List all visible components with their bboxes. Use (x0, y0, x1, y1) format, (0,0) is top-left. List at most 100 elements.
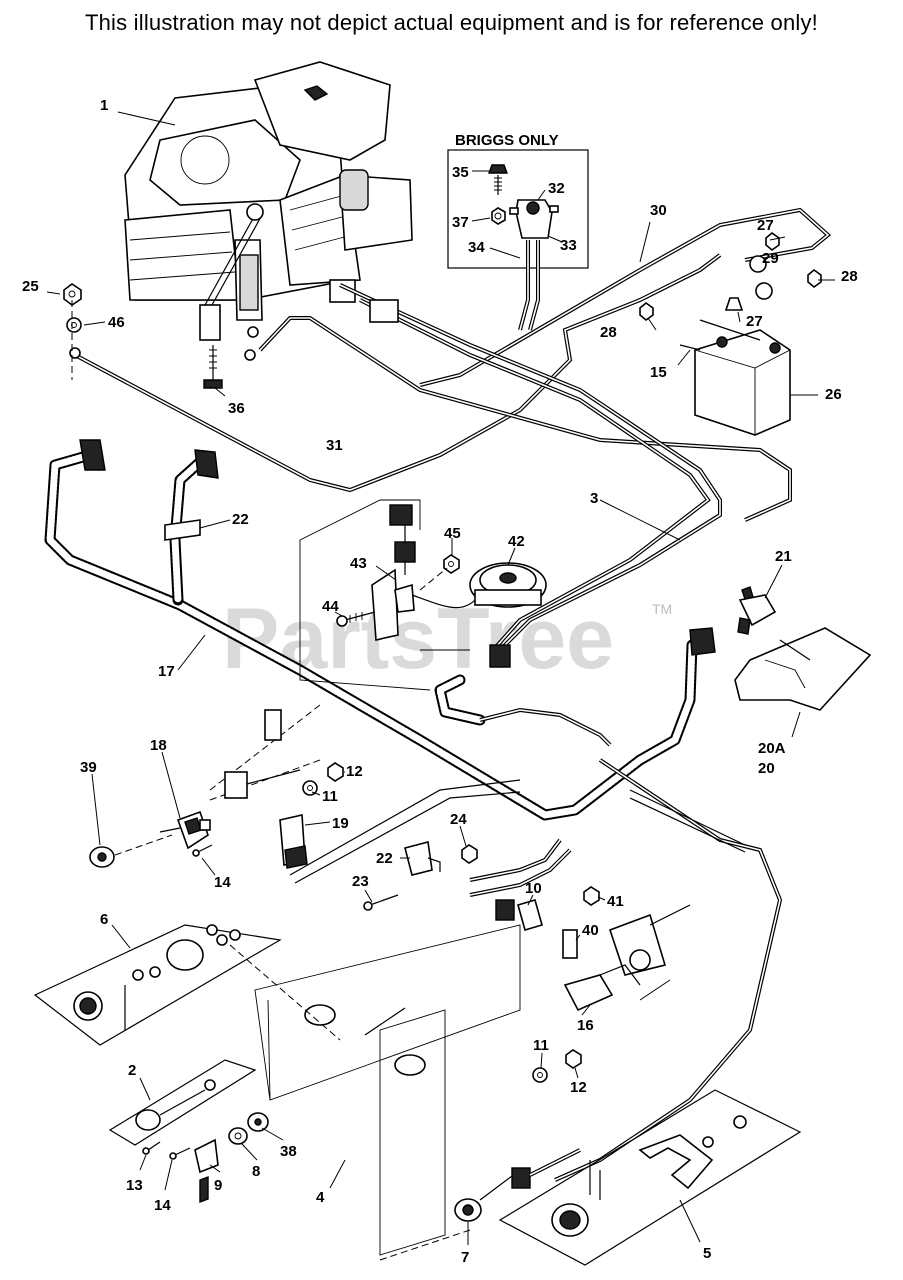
bezel-38[interactable] (247, 1112, 269, 1132)
callout-9: 9 (214, 1177, 222, 1194)
clip-22-upper[interactable] (164, 519, 201, 541)
callout-30: 30 (650, 202, 667, 219)
callout-24: 24 (450, 811, 467, 828)
battery-cable-30[interactable] (419, 207, 832, 387)
washer-11-upper[interactable] (302, 780, 318, 796)
nut-12-upper[interactable] (327, 762, 344, 782)
callout-5: 5 (703, 1245, 711, 1262)
bracket-16[interactable] (563, 964, 641, 1012)
screw-14-lower[interactable] (169, 1147, 191, 1160)
callout-36: 36 (228, 400, 245, 417)
briggs-only-title: BRIGGS ONLY (455, 132, 559, 149)
nut-12-lower[interactable] (565, 1049, 582, 1069)
nut-24[interactable] (461, 844, 478, 864)
callout-13: 13 (126, 1177, 143, 1194)
bezel-39[interactable] (89, 846, 115, 868)
callout-38: 38 (280, 1143, 297, 1160)
briggs-only-box: BRIGGS ONLY (447, 132, 589, 331)
callout-6: 6 (100, 911, 108, 928)
solenoid-32[interactable] (509, 199, 559, 239)
callout-29: 29 (762, 250, 779, 267)
rear-light-kit-5[interactable] (498, 1089, 802, 1266)
callout-10: 10 (525, 880, 542, 897)
washer-8[interactable] (228, 1127, 248, 1145)
callout-43: 43 (350, 555, 367, 572)
callout-44: 44 (322, 598, 339, 615)
battery-26[interactable] (694, 329, 791, 436)
wiring-harness-17[interactable] (44, 439, 716, 821)
light-kit-6[interactable] (33, 924, 282, 1046)
relay-bracket-43[interactable] (371, 504, 476, 641)
screw-13[interactable] (142, 1141, 161, 1155)
callout-28b: 28 (600, 324, 617, 341)
callout-11a: 11 (322, 788, 338, 805)
callout-37: 37 (452, 214, 469, 231)
callout-35: 35 (452, 164, 469, 181)
watermark-trademark: TM (652, 601, 672, 617)
callout-33: 33 (560, 237, 577, 254)
nut-25[interactable] (63, 283, 82, 306)
key-switch-9[interactable] (194, 1138, 219, 1204)
callout-3: 3 (590, 490, 598, 507)
washer-11-lower[interactable] (532, 1067, 548, 1083)
callout-22a: 22 (232, 511, 249, 528)
callout-14b: 14 (154, 1197, 171, 1214)
screw-14-upper[interactable] (192, 844, 213, 857)
callout-23: 23 (352, 873, 369, 890)
callout-39: 39 (80, 759, 97, 776)
switch-7[interactable] (454, 1148, 581, 1222)
ground-wire[interactable] (258, 316, 792, 522)
callout-26: 26 (825, 386, 842, 403)
switch-18[interactable] (159, 704, 321, 850)
rear-harness[interactable] (554, 758, 783, 1182)
engine[interactable] (124, 61, 413, 341)
bolt-36[interactable] (203, 345, 223, 389)
callout-16: 16 (577, 1017, 594, 1034)
washer-46[interactable] (66, 317, 82, 333)
seat-switch-bracket-20[interactable] (734, 627, 872, 711)
switch-40[interactable] (562, 904, 691, 976)
callout-34: 34 (468, 239, 485, 256)
screw-23[interactable] (363, 894, 399, 911)
nut-37[interactable] (491, 207, 506, 225)
callout-27b: 27 (746, 313, 763, 330)
watermark-text: PartsTree (222, 591, 614, 687)
disclaimer-heading: This illustration may not depict actual … (84, 10, 818, 35)
battery-terminal-hardware[interactable] (639, 231, 822, 351)
callout-14a: 14 (214, 874, 231, 891)
clamp-22-lower[interactable] (404, 840, 441, 876)
relay-upper[interactable] (224, 709, 301, 799)
callout-4: 4 (316, 1189, 325, 1206)
callout-12b: 12 (570, 1079, 587, 1096)
callout-27a: 27 (757, 217, 774, 234)
wiring-harness-3[interactable] (339, 283, 722, 668)
callout-28a: 28 (841, 268, 858, 285)
callout-11b: 11 (533, 1037, 549, 1054)
nut-45[interactable] (443, 554, 460, 574)
callout-18: 18 (150, 737, 167, 754)
callout-15: 15 (650, 364, 667, 381)
connector-10[interactable] (469, 838, 572, 931)
pto-clutch-42[interactable] (469, 562, 547, 608)
callout-2: 2 (128, 1062, 136, 1079)
callout-labels: 1 25 46 36 35 32 37 34 33 30 27 29 28 28… (22, 97, 858, 1266)
bracket-19[interactable] (279, 779, 521, 884)
callout-40: 40 (582, 922, 599, 939)
callout-12a: 12 (346, 763, 363, 780)
callout-17: 17 (158, 663, 175, 680)
callout-8: 8 (252, 1163, 260, 1180)
callout-20: 20 (758, 760, 775, 777)
callout-1: 1 (100, 97, 108, 114)
switch-panel-2[interactable] (108, 1059, 257, 1146)
callout-22b: 22 (376, 850, 393, 867)
bolt-35[interactable] (487, 164, 509, 195)
callout-42: 42 (508, 533, 525, 550)
dash-panel-4[interactable] (229, 924, 521, 1261)
callout-19: 19 (332, 815, 349, 832)
nut-41[interactable] (583, 886, 600, 906)
callout-31: 31 (326, 437, 343, 454)
seat-switch-21[interactable] (737, 586, 777, 635)
callout-41: 41 (607, 893, 624, 910)
callout-46: 46 (108, 314, 125, 331)
